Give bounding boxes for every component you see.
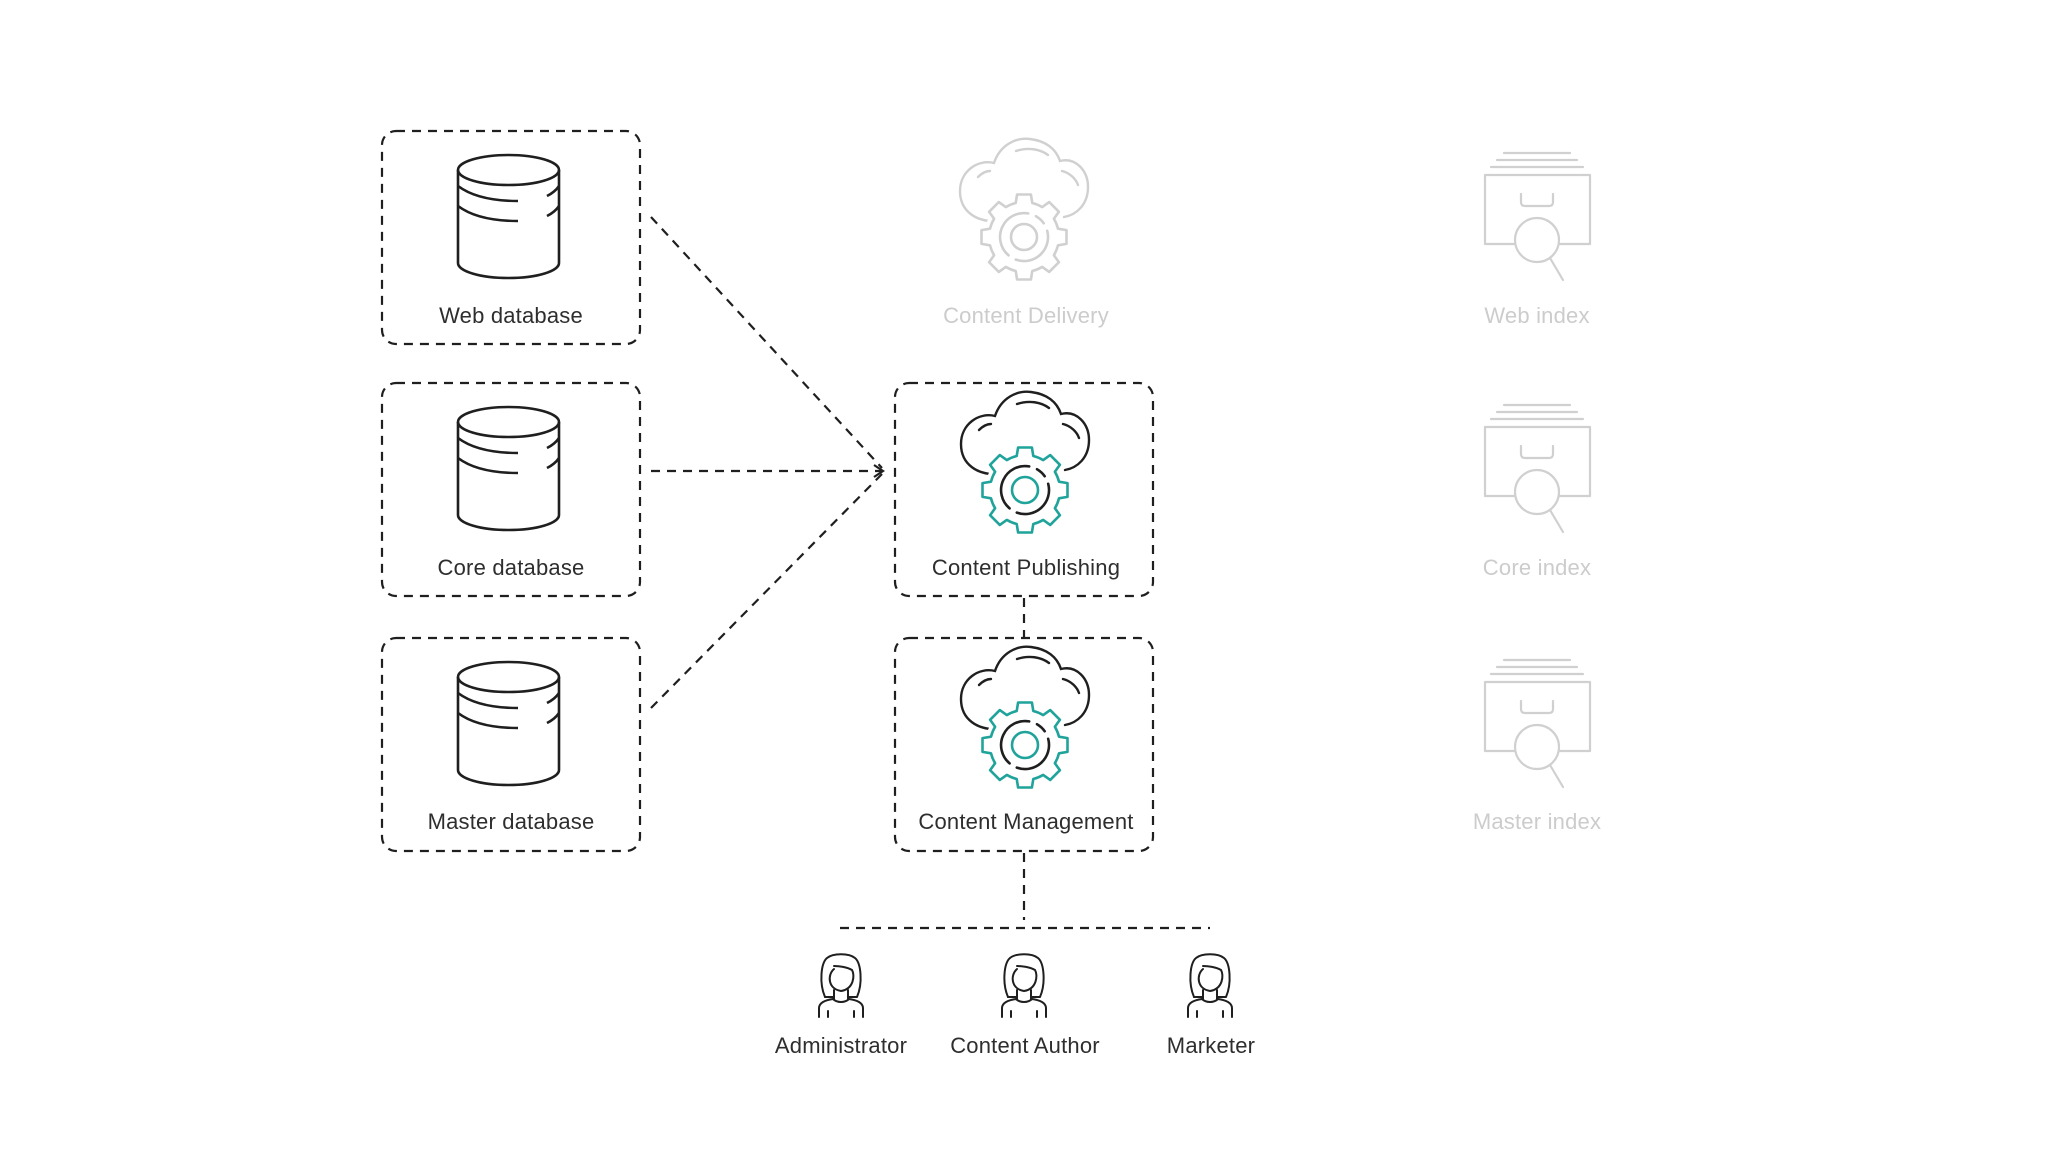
gear-inner-arc [998, 211, 1030, 257]
content-author-label: Content Author [950, 1033, 1100, 1058]
search-index-icon [1483, 151, 1592, 282]
core-index-label: Core index [1482, 555, 1592, 580]
web-index-node[interactable] [1483, 151, 1592, 282]
marketer-label: Marketer [1166, 1033, 1256, 1058]
gear-hub [1010, 475, 1040, 505]
content-management-node[interactable] [893, 636, 1155, 853]
person-icon [1001, 953, 1047, 1018]
gear-outline [981, 701, 1069, 789]
user-content-author[interactable] [1001, 953, 1047, 1018]
node-frame [893, 636, 1155, 853]
gear-inner-arc [1035, 467, 1046, 478]
db-to-publishing-connectors [650, 216, 885, 709]
gear-backing [985, 705, 1065, 785]
arrowhead-icon [873, 464, 885, 478]
gear-icon [981, 446, 1069, 534]
gear-backing [985, 450, 1065, 530]
master-database-label: Master database [427, 809, 595, 834]
gear-inner-arc [1014, 229, 1050, 263]
gear-inner-arc [999, 464, 1031, 510]
master-index-node[interactable] [1483, 658, 1592, 789]
content-delivery-node[interactable] [958, 137, 1090, 281]
web-database-label: Web database [439, 303, 583, 328]
node-frame [380, 129, 642, 346]
database-icon [456, 405, 561, 532]
gear-backing [984, 197, 1064, 277]
content-publishing-label: Content Publishing [931, 555, 1121, 580]
core-index-node[interactable] [1483, 403, 1592, 534]
node-frame [380, 381, 642, 598]
core-database-label: Core database [437, 555, 585, 580]
gear-inner-arc [999, 719, 1031, 765]
database-icon [456, 660, 561, 787]
search-index-icon [1483, 403, 1592, 534]
node-frame [893, 381, 1155, 598]
connector-master-to-publishing [650, 473, 883, 709]
gear-inner-arc [1015, 482, 1051, 516]
gear-inner-arc [1015, 737, 1051, 771]
database-icon [456, 153, 561, 280]
gear-icon [980, 193, 1068, 281]
gear-icon [981, 701, 1069, 789]
gear-outline [981, 446, 1069, 534]
gear-inner-arc [1034, 214, 1045, 225]
user-marketer[interactable] [1187, 953, 1233, 1018]
content-publishing-node[interactable] [893, 381, 1155, 598]
gear-outline [980, 193, 1068, 281]
content-delivery-label: Content Delivery [943, 303, 1109, 328]
gear-inner-arc [1035, 722, 1046, 733]
connector-web-to-publishing [650, 216, 883, 469]
master-database-node[interactable] [380, 636, 642, 853]
administrator-label: Administrator [774, 1033, 908, 1058]
gear-hub [1010, 730, 1040, 760]
web-database-node[interactable] [380, 129, 642, 346]
user-administrator[interactable] [818, 953, 864, 1018]
search-index-icon [1483, 658, 1592, 789]
web-index-label: Web index [1484, 303, 1590, 328]
person-icon [818, 953, 864, 1018]
master-index-label: Master index [1472, 809, 1602, 834]
management-to-users-connectors [840, 853, 1210, 930]
core-database-node[interactable] [380, 381, 642, 598]
content-management-label: Content Management [918, 809, 1134, 834]
node-frame [380, 636, 642, 853]
person-icon [1187, 953, 1233, 1018]
gear-hub [1009, 222, 1039, 252]
